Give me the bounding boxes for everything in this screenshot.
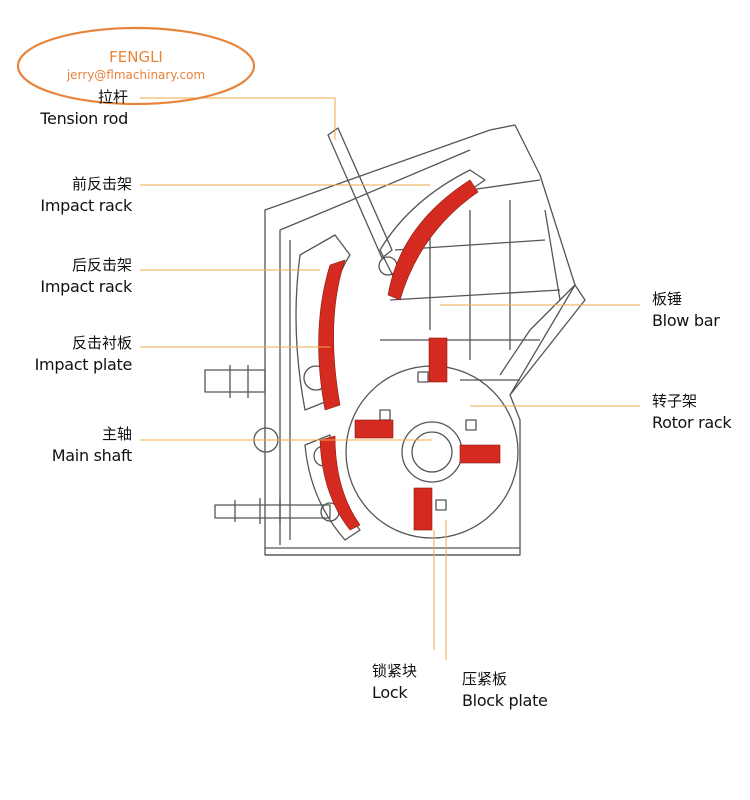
label-block-plate: 压紧板 Block plate	[462, 670, 548, 710]
main-shaft-circle	[401, 421, 463, 483]
upper-adjuster	[204, 365, 266, 398]
blow-bar-left	[354, 419, 394, 439]
rear-impact-plate	[318, 259, 346, 411]
lower-impact-plate	[319, 435, 361, 531]
watermark-ellipse	[16, 26, 256, 106]
blow-bar-top	[428, 337, 448, 383]
blow-bar-right	[459, 444, 501, 464]
housing-inner-line	[279, 149, 471, 545]
label-main-shaft: 主轴 Main shaft	[51, 425, 133, 465]
discharge-chute	[499, 284, 586, 396]
watermark-brand: FENGLI	[109, 48, 163, 66]
blow-bar-bottom	[413, 487, 433, 531]
label-rear-impact-rack: 后反击架 Impact rack	[40, 256, 132, 296]
label-lock: 锁紧块 Lock	[372, 662, 418, 702]
watermark: FENGLI jerry@flmachinary.com	[18, 26, 254, 106]
watermark-email: jerry@flmachinary.com	[66, 68, 206, 82]
label-rotor-rack: 转子架 Rotor rack	[652, 392, 732, 432]
label-impact-plate: 反击衬板 Impact plate	[34, 334, 133, 374]
lower-adjuster	[214, 498, 331, 524]
label-tension-rod: 拉杆 Tension rod	[40, 88, 128, 128]
label-front-impact-rack: 前反击架 Impact rack	[40, 175, 132, 215]
label-blow-bar: 板锤 Blow bar	[652, 290, 720, 330]
crusher-base	[265, 547, 520, 556]
crusher-housing	[264, 124, 576, 556]
front-impact-plate	[387, 179, 479, 301]
